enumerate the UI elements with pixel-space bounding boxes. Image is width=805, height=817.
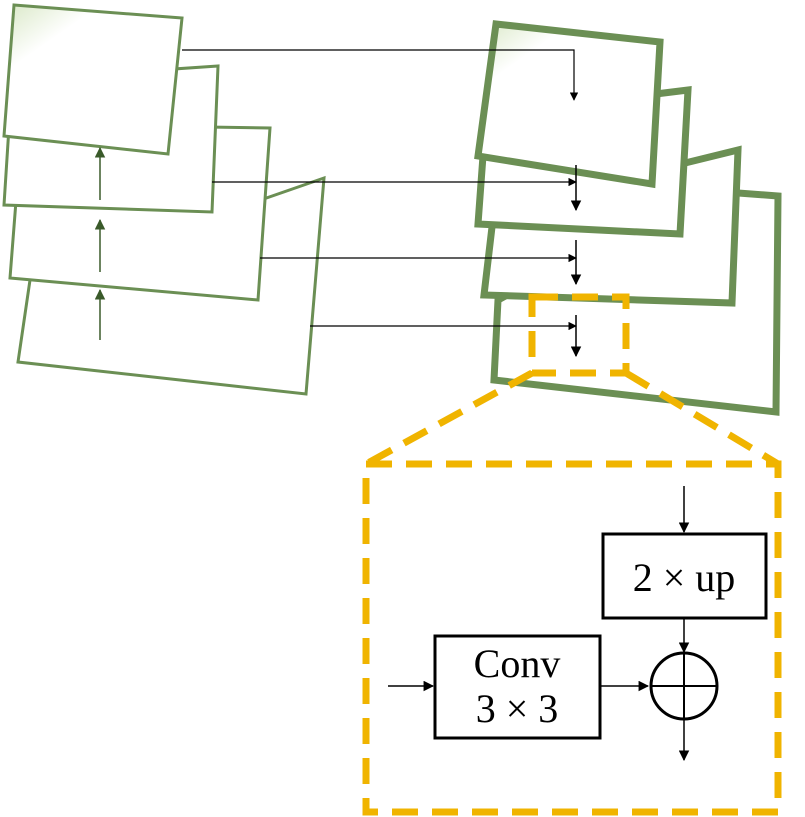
zoom-detail-box [362, 460, 782, 816]
zoom-highlight [362, 293, 782, 816]
lateral-connections [182, 49, 579, 331]
conv-label-line1: Conv [474, 641, 561, 686]
merge-block-detail: 2 × up Conv 3 × 3 [388, 486, 768, 762]
zoom-guide-left [364, 369, 534, 468]
top-down-pyramid [474, 20, 782, 416]
lateral-connection-1 [182, 49, 579, 101]
upsample-label: 2 × up [633, 555, 736, 600]
left-feature-map-1 [2, 3, 184, 156]
conv-label-line2: 3 × 3 [476, 686, 559, 731]
zoom-source-box [528, 293, 630, 377]
conv-box [433, 634, 602, 740]
zoom-guide-right [624, 369, 780, 468]
right-feature-map-1 [474, 20, 664, 189]
bottom-up-pyramid [2, 3, 326, 396]
elementwise-add-icon [649, 651, 719, 721]
